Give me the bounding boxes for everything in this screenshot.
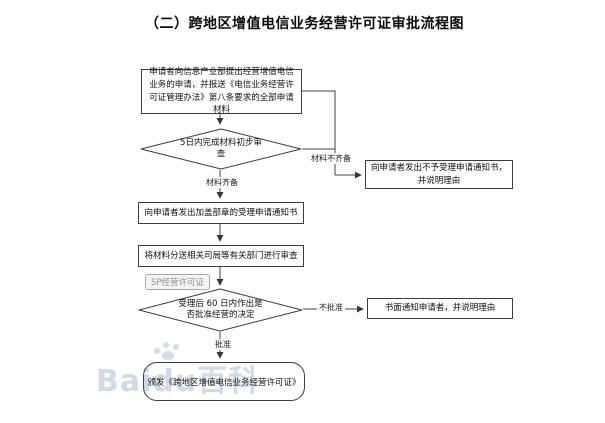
reject-notice-box: 向申请者发出不予受理申请通知书，并说明理由 xyxy=(365,160,513,189)
edge-label-approved: 批准 xyxy=(213,339,233,350)
page-title: （二）跨地区增值电信业务经营许可证审批流程图 xyxy=(145,16,464,32)
sp-license-tag: SP经营许可证 xyxy=(145,274,211,290)
start-step-text: 申请者向信息产业部提出经营增值电信业务的申请，并报送《电信业务经营许可证管理办法… xyxy=(149,67,294,116)
review-step-text: 将材料分送相关司局等有关部门进行审查 xyxy=(144,250,298,261)
written-notice-text: 书面通知申请者，并说明理由 xyxy=(384,303,496,314)
reject-notice-text: 向申请者发出不予受理申请通知书，并说明理由 xyxy=(370,162,507,186)
start-step-box: 申请者向信息产业部提出经营增值电信业务的申请，并报送《电信业务经营许可证管理办法… xyxy=(141,67,302,116)
edge-label-not-approved: 不批准 xyxy=(317,302,345,313)
decision2-text: 受理后 60 日内作出是否批准经营的决定 xyxy=(178,298,263,320)
decision1-diamond: 5日内完成材料初步审查 xyxy=(140,128,302,170)
edge-label-material-incomplete: 材料不齐备 xyxy=(309,153,353,164)
baidu-baike-watermark: Baidu百科 xyxy=(96,364,260,399)
accept-notice-text: 向申请者发出加盖部章的受理申请通知书 xyxy=(144,207,298,218)
end-step-text: 颁发《跨地区增值电信业务经营许可证》 xyxy=(147,377,301,388)
accept-notice-box: 向申请者发出加盖部章的受理申请通知书 xyxy=(138,202,304,224)
edge-label-material-complete: 材料齐备 xyxy=(204,177,240,188)
decision2-diamond: 受理后 60 日内作出是否批准经营的决定 xyxy=(138,288,303,332)
baidu-paw-icon xyxy=(152,342,186,360)
written-notice-box: 书面通知申请者，并说明理由 xyxy=(367,298,513,319)
review-step-box: 将材料分送相关司局等有关部门进行审查 xyxy=(138,245,304,267)
end-step-box: 颁发《跨地区增值电信业务经营许可证》 xyxy=(143,362,305,401)
decision1-text: 5日内完成材料初步审查 xyxy=(180,137,262,159)
